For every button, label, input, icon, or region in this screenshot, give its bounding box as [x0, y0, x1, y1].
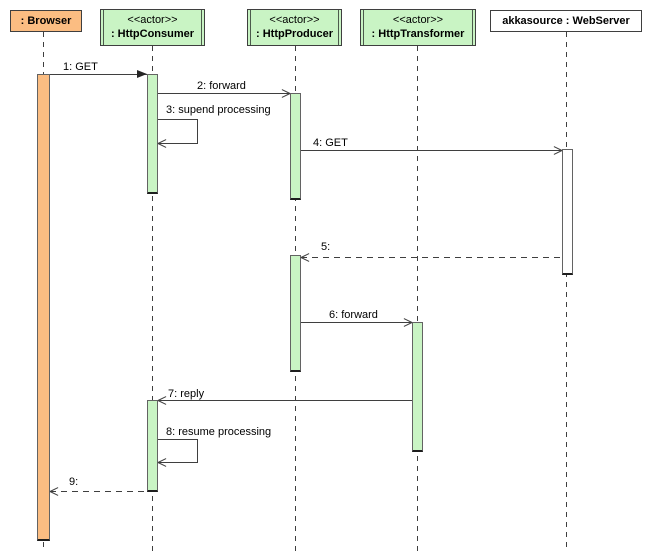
activation-http-transformer — [412, 322, 423, 452]
message-line — [301, 257, 562, 258]
participant-http-producer: <<actor>> : HttpProducer — [247, 9, 342, 46]
participant-stereotype: <<actor>> — [127, 14, 178, 26]
message-label: 5: — [321, 241, 331, 253]
participant-name: : HttpProducer — [256, 28, 333, 40]
participant-name: : HttpConsumer — [110, 28, 195, 40]
participant-webserver: akkasource : WebServer — [490, 10, 642, 32]
message-arrowhead-filled — [137, 70, 147, 78]
message-label: 3: supend processing — [166, 104, 271, 116]
participant-http-transformer: <<actor>> : HttpTransformer — [360, 9, 476, 46]
message-line — [301, 150, 562, 151]
message-line — [50, 74, 147, 75]
message-label: 1: GET — [63, 61, 98, 73]
message-line — [301, 322, 412, 323]
participant-name: : HttpTransformer — [371, 28, 465, 40]
message-label: 2: forward — [197, 80, 246, 92]
participant-name: : Browser — [20, 15, 72, 27]
message-label: 8: resume processing — [166, 426, 272, 438]
lifeline-http-transformer — [417, 46, 418, 552]
message-line — [158, 400, 412, 401]
message-label: 9: — [69, 476, 79, 488]
activation-http-consumer — [147, 74, 158, 194]
message-line — [50, 491, 147, 492]
self-message-loop — [158, 119, 198, 144]
activation-http-consumer — [147, 400, 158, 492]
participant-stereotype: <<actor>> — [392, 14, 444, 26]
participant-http-consumer: <<actor>> : HttpConsumer — [100, 9, 205, 46]
lifeline-http-consumer — [152, 46, 153, 552]
message-label: 7: reply — [168, 388, 205, 400]
self-message-loop — [158, 439, 198, 463]
message-label: 4: GET — [313, 137, 348, 149]
message-line — [158, 93, 290, 94]
participant-stereotype: <<actor>> — [269, 14, 320, 26]
participant-name: akkasource : WebServer — [502, 15, 630, 27]
activation-webserver — [562, 149, 573, 275]
participant-browser: : Browser — [10, 10, 82, 32]
lifeline-webserver — [566, 32, 567, 552]
activation-http-producer — [290, 93, 301, 200]
activation-http-producer — [290, 255, 301, 372]
activation-browser — [37, 74, 50, 541]
message-label: 6: forward — [329, 309, 378, 321]
